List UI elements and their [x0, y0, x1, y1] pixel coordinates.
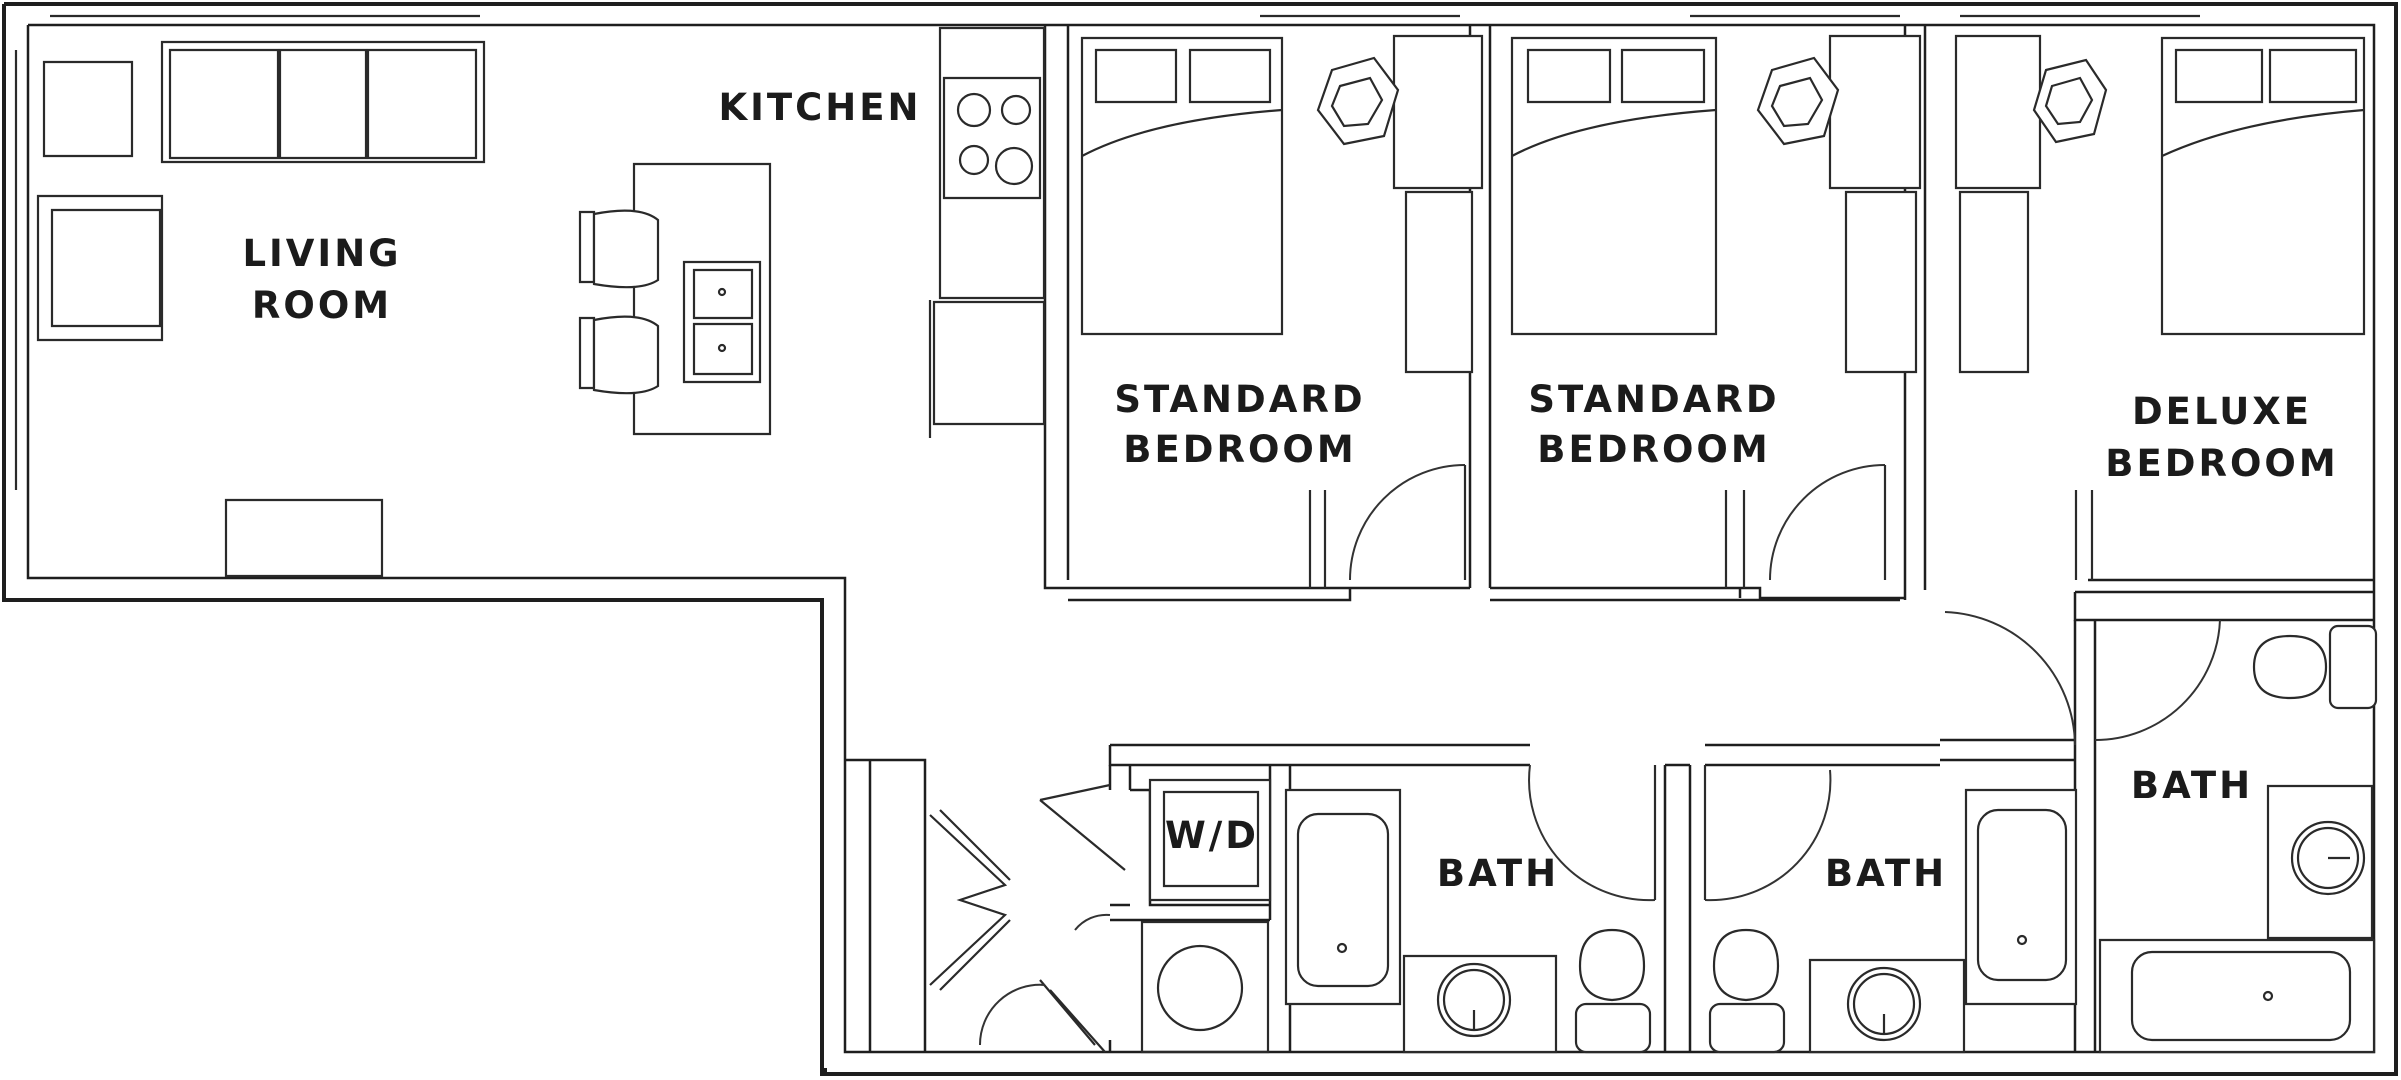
- laundry-fixtures: [1142, 780, 1270, 1052]
- bed: [2162, 38, 2364, 334]
- wardrobe: [1960, 192, 2028, 372]
- doors: [930, 465, 2220, 1052]
- deluxe-bedroom-label-line1: DELUXE: [2132, 390, 2312, 433]
- windows: [16, 16, 2200, 490]
- bed: [1512, 38, 1716, 334]
- desk-chair: [2034, 60, 2106, 142]
- room-labels: LIVING ROOM KITCHEN STANDARD BEDROOM STA…: [242, 86, 2338, 895]
- bar-stool: [580, 317, 658, 394]
- island: [634, 164, 770, 434]
- kitchen-fixtures: [580, 28, 1044, 438]
- vanity-sink: [1810, 960, 1964, 1052]
- standard-bedroom-2-label-line1: STANDARD: [1528, 378, 1779, 421]
- bath-1-label: BATH: [1437, 852, 1559, 895]
- sofa: [162, 42, 484, 162]
- standard-bedroom-2-label-line2: BEDROOM: [1537, 428, 1770, 471]
- bar-stool: [580, 211, 658, 288]
- bath-3-fixtures: [2100, 626, 2376, 1052]
- desk-chair: [1318, 58, 1398, 144]
- living-room-furniture: [38, 42, 484, 576]
- living-room-label-line2: ROOM: [252, 284, 392, 327]
- wardrobe: [1406, 192, 1472, 372]
- standard-bedroom-1-furniture: [1082, 36, 1482, 588]
- vanity-sink: [2268, 786, 2372, 938]
- bathtub: [2100, 940, 2374, 1052]
- desk-chair: [1758, 58, 1838, 144]
- standard-bedroom-1-label-line1: STANDARD: [1114, 378, 1365, 421]
- kitchen-label: KITCHEN: [718, 86, 921, 129]
- vanity-sink: [1404, 956, 1556, 1052]
- wardrobe: [1846, 192, 1916, 372]
- toilet: [2254, 626, 2376, 708]
- burner: [1002, 96, 1030, 124]
- end-table: [44, 62, 132, 156]
- tv-console: [226, 500, 382, 576]
- bath-3-label: BATH: [2131, 764, 2253, 807]
- armchair: [38, 196, 162, 340]
- desk: [1394, 36, 1482, 188]
- outer-walls: [4, 4, 2396, 1074]
- bathtub: [1286, 790, 1400, 1004]
- living-room-label-line1: LIVING: [242, 232, 401, 275]
- range-counter: [940, 28, 1044, 298]
- bed: [1082, 38, 1282, 334]
- desk: [1956, 36, 2040, 188]
- standard-bedroom-1-label-line2: BEDROOM: [1123, 428, 1356, 471]
- deluxe-bedroom-furniture: [1956, 36, 2364, 580]
- water-heater: [1158, 946, 1242, 1030]
- standard-bedroom-2-furniture: [1512, 36, 1920, 588]
- burner: [996, 148, 1032, 184]
- bath-1-fixtures: [1286, 790, 1650, 1052]
- burner: [960, 146, 988, 174]
- burner: [958, 94, 990, 126]
- bathtub: [1966, 790, 2076, 1004]
- desk: [1830, 36, 1920, 188]
- deluxe-bedroom-label-line2: BEDROOM: [2105, 442, 2338, 485]
- refrigerator: [934, 302, 1044, 424]
- bath-2-label: BATH: [1825, 852, 1947, 895]
- toilet: [1576, 930, 1650, 1052]
- toilet: [1710, 930, 1784, 1052]
- laundry-label: W/D: [1165, 814, 1259, 857]
- bath-2-fixtures: [1710, 790, 2076, 1052]
